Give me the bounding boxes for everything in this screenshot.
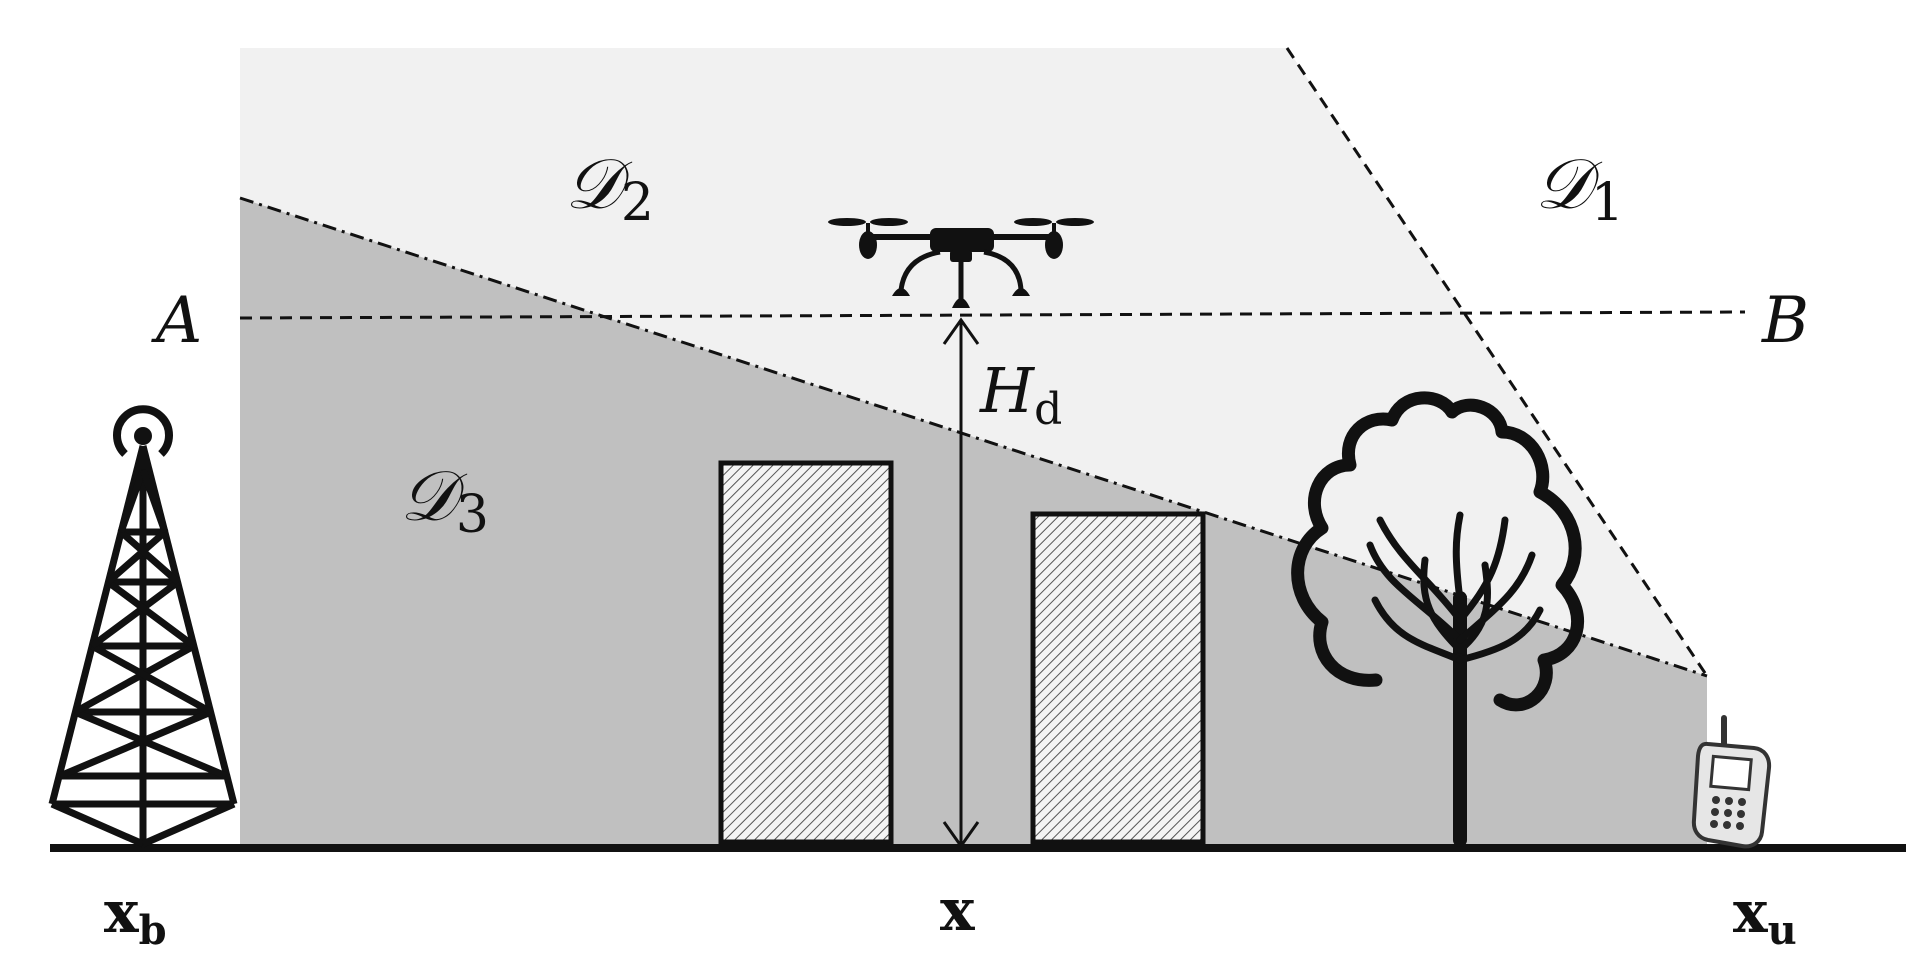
point-b-label: B [1761, 284, 1809, 358]
user-position-label: xu [1733, 878, 1797, 954]
height-arrow [942, 317, 980, 849]
base-station-position-label: xb [104, 878, 167, 954]
region-d1-label: 𝒟1 [1535, 143, 1624, 233]
region-d2-label: 𝒟2 [565, 143, 654, 233]
region-d3-area [240, 198, 1707, 848]
line-a-b [239, 310, 1746, 320]
building-2 [1030, 511, 1206, 845]
height-label: Hd [979, 354, 1062, 435]
tree-icon [1291, 391, 1585, 847]
cell-tower-icon [48, 405, 238, 848]
point-a-label: A [151, 284, 202, 358]
quadcopter-drone-icon [828, 218, 1094, 308]
dashed-boundary-d1 [1285, 47, 1709, 677]
mobile-phone-icon [1691, 715, 1772, 849]
drone-position-label: x [940, 876, 975, 944]
building-1 [718, 460, 894, 845]
